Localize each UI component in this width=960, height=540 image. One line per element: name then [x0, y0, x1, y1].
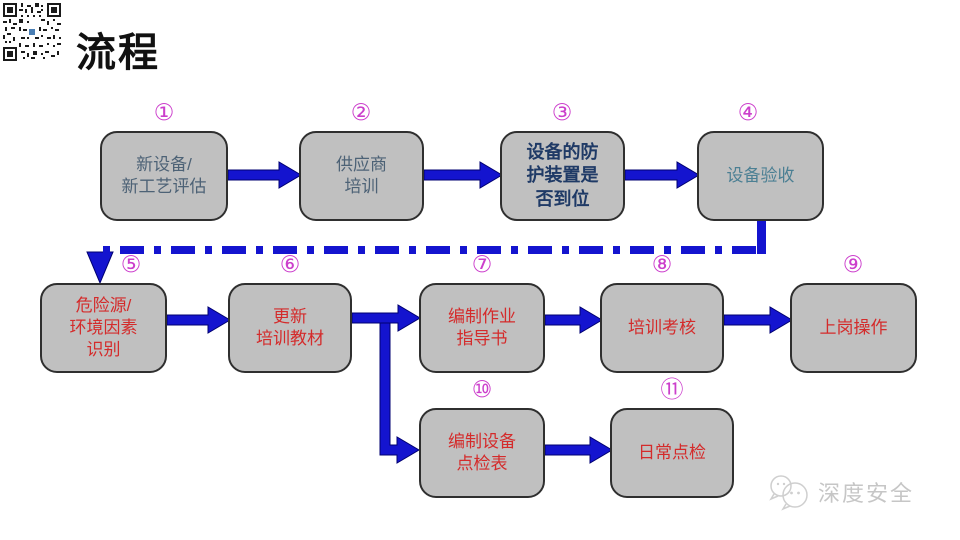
flow-node-2-label: 供应商 培训	[336, 154, 387, 196]
flow-node-11-label: 日常点检	[638, 442, 706, 462]
flow-node-9-label: 上岗操作	[819, 317, 888, 337]
flow-node-10: 编制设备 点检表	[419, 408, 545, 498]
flow-node-5-label: 危险源/ 环境因素 识别	[69, 295, 138, 360]
step-number-8: ⑧	[651, 251, 673, 277]
flow-node-8: 培训考核	[600, 283, 724, 373]
chat-bubbles-logo-icon	[769, 475, 808, 511]
flow-node-4: 设备验收	[697, 131, 824, 221]
flow-node-2: 供应商 培训	[299, 131, 424, 221]
step-number-5: ⑤	[120, 251, 142, 277]
flow-node-8-label: 培训考核	[628, 317, 696, 337]
arrow-1-2	[227, 161, 302, 189]
watermark: 深度安全	[766, 472, 914, 512]
arrow-6-7	[351, 304, 421, 332]
flow-node-5: 危险源/ 环境因素 识别	[40, 283, 167, 373]
flow-node-10-label: 编制设备 点检表	[448, 431, 516, 473]
step-number-3: ③	[551, 99, 573, 125]
step-number-4: ④	[737, 99, 759, 125]
flow-node-6: 更新 培训教材	[228, 283, 352, 373]
step-number-2: ②	[350, 99, 372, 125]
qr-code-icon	[3, 3, 61, 61]
flow-node-1-label: 新设备/ 新工艺评估	[121, 154, 207, 196]
flow-node-11: 日常点检	[610, 408, 734, 498]
page-title: 流程	[76, 31, 160, 75]
step-number-7: ⑦	[471, 251, 493, 277]
arrow-7-8	[544, 306, 603, 334]
flow-node-3: 设备的防 护装置是 否到位	[500, 131, 625, 221]
connector-4-down	[757, 221, 766, 254]
step-number-1: ①	[153, 99, 175, 125]
arrow-5-6	[166, 306, 231, 334]
arrow-10-11	[544, 436, 613, 464]
flow-node-1: 新设备/ 新工艺评估	[100, 131, 228, 221]
arrow-8-9	[723, 306, 793, 334]
watermark-text: 深度安全	[818, 481, 915, 506]
flow-node-7-label: 编制作业 指导书	[448, 306, 516, 348]
connector-branch-to-10	[379, 322, 420, 464]
flow-node-4-label: 设备验收	[726, 165, 795, 185]
arrowhead-into-5	[86, 251, 114, 285]
flow-node-7: 编制作业 指导书	[419, 283, 545, 373]
step-number-10: ⑩	[471, 376, 493, 402]
arrow-2-3	[423, 161, 503, 189]
step-number-11: ⑪	[660, 376, 684, 402]
arrow-3-4	[624, 161, 700, 189]
flow-node-6-label: 更新 培训教材	[256, 306, 324, 348]
flow-node-9: 上岗操作	[790, 283, 917, 373]
flow-node-3-label: 设备的防 护装置是 否到位	[526, 141, 599, 209]
step-number-9: ⑨	[842, 251, 864, 277]
step-number-6: ⑥	[279, 251, 301, 277]
